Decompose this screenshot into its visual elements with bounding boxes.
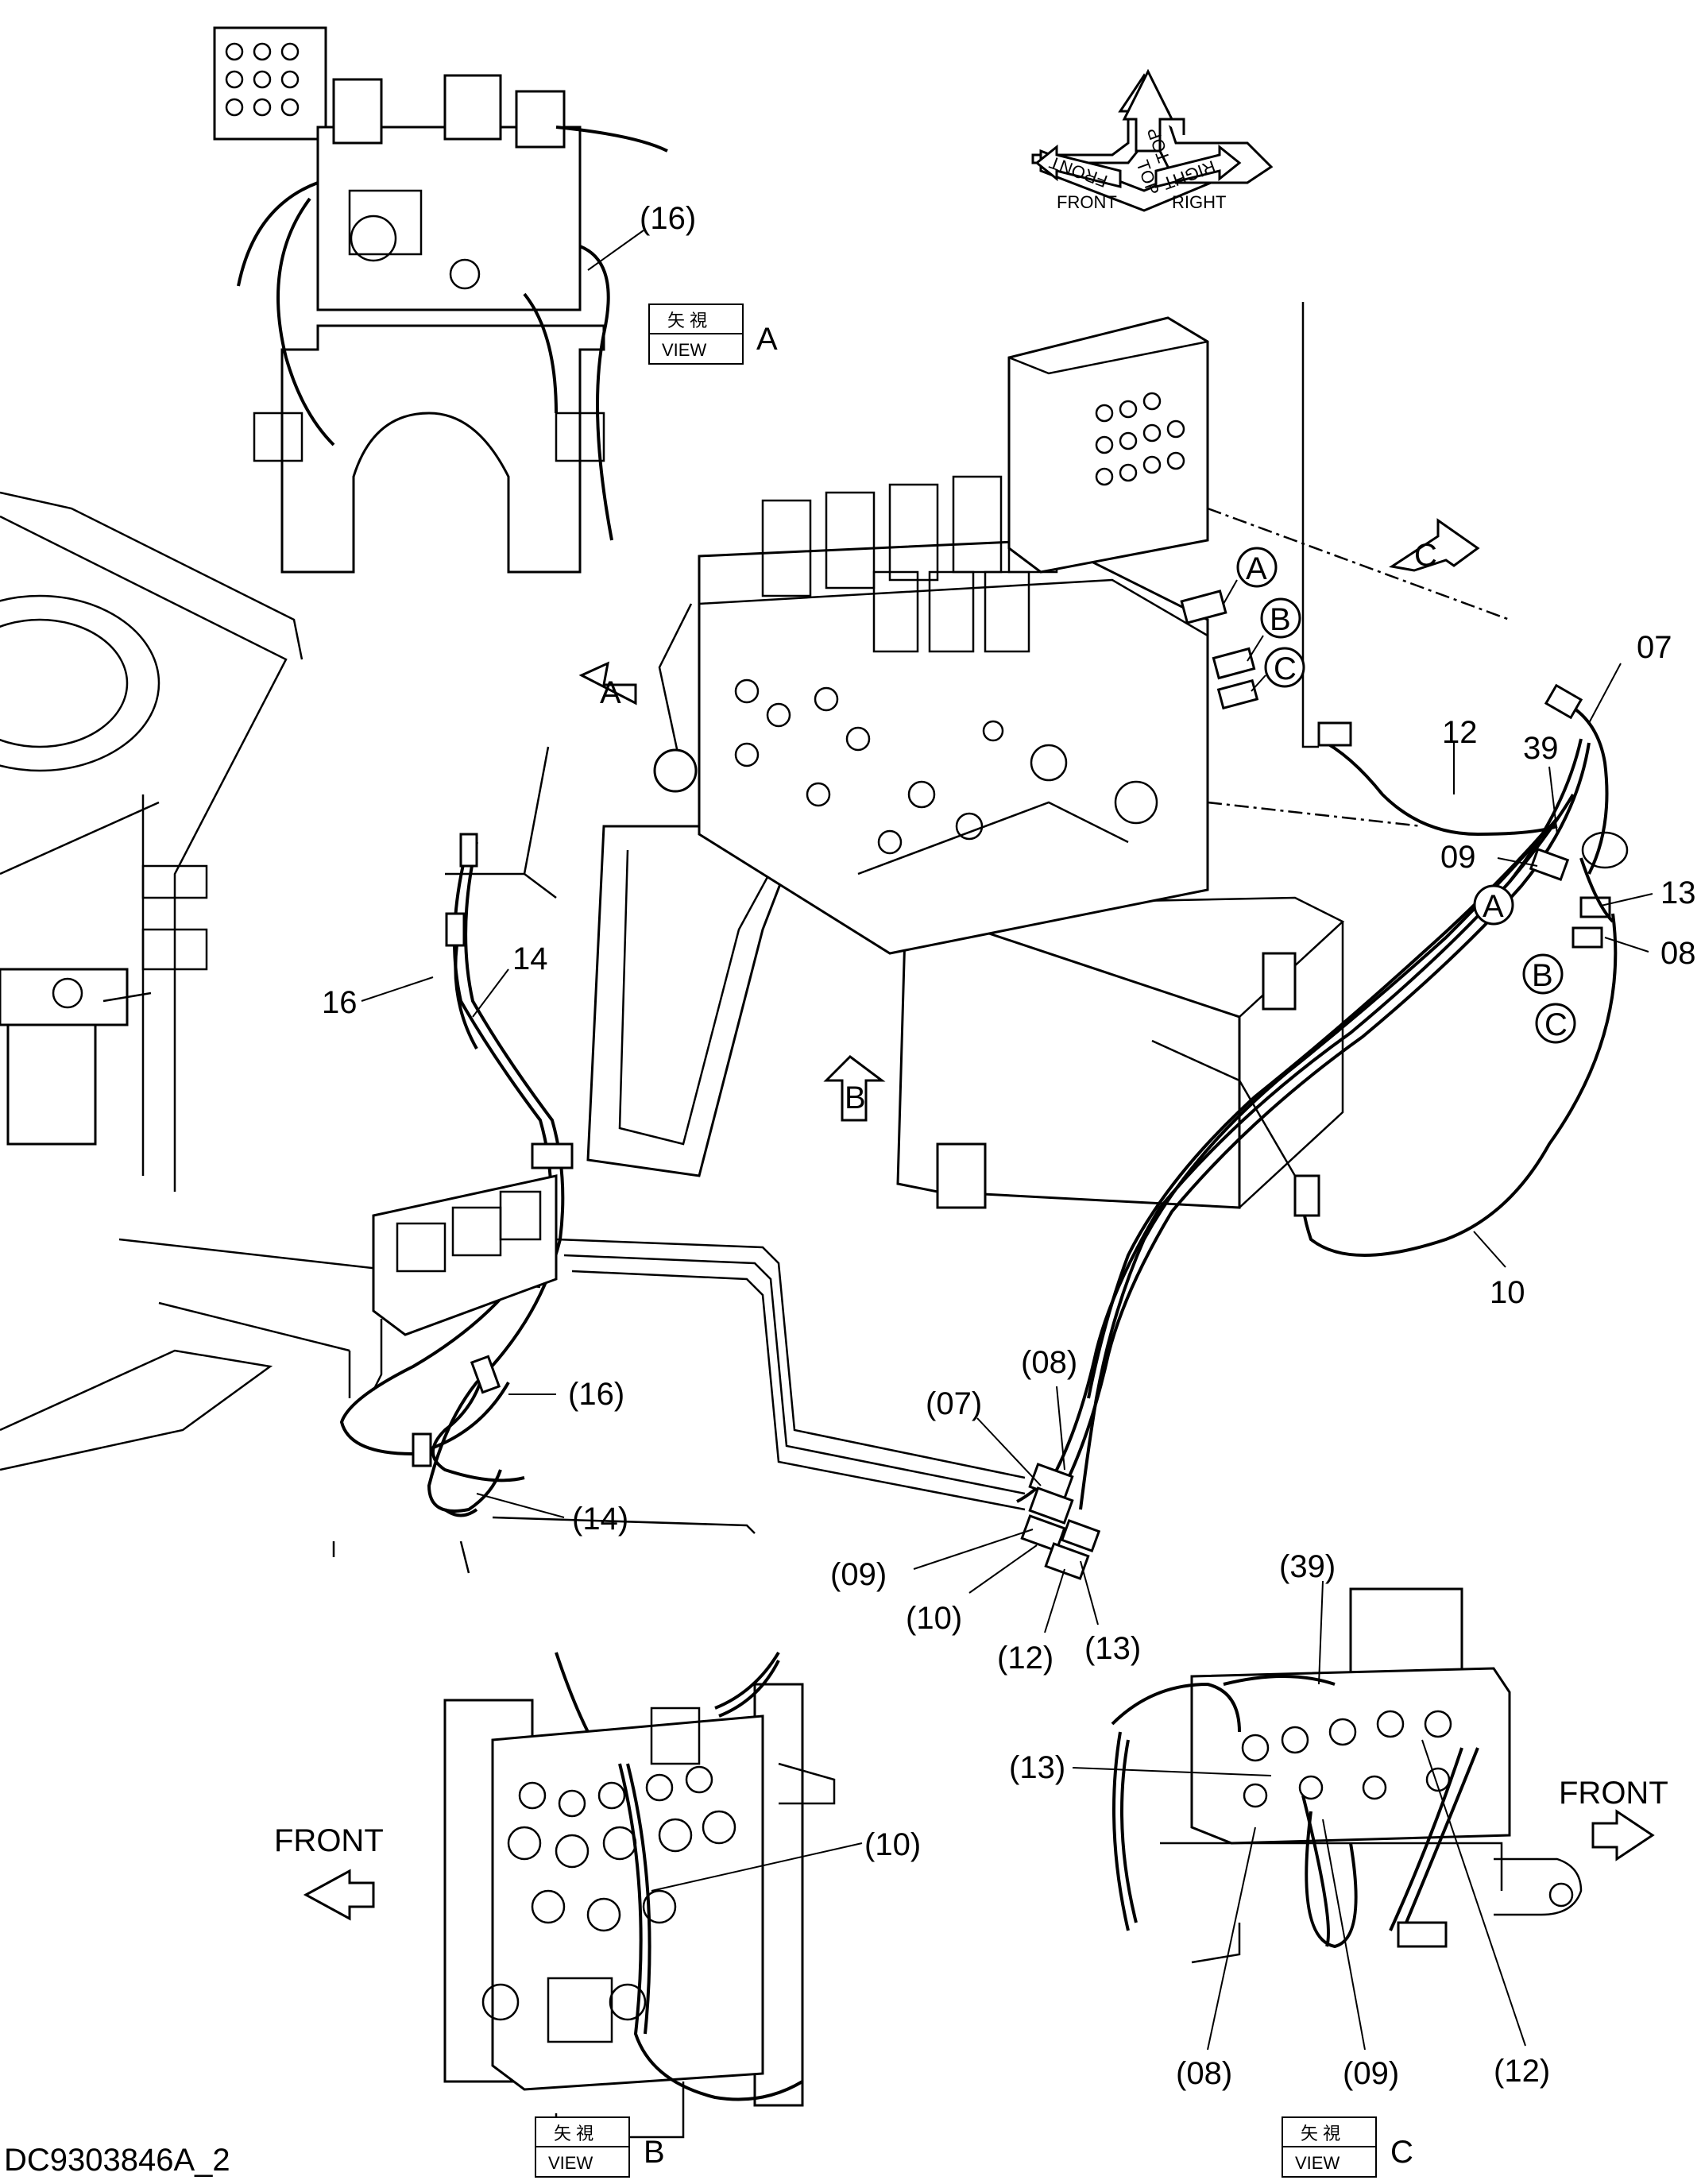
- callout-39: 39: [1523, 731, 1559, 766]
- view-c-word: VIEW: [1295, 2153, 1340, 2173]
- view-a-inset-drawing: [213, 26, 668, 574]
- svg-text:A: A: [1483, 889, 1504, 924]
- view-c-front-label: FRONT: [1559, 1776, 1668, 1811]
- view-c-front-arrow: [1591, 1809, 1655, 1861]
- valve-port-fittings: [1180, 579, 1266, 710]
- pilot-shutoff-valve: [372, 1174, 558, 1391]
- callout-08: 08: [1660, 936, 1696, 971]
- view-b-kanji: 矢 視: [554, 2124, 593, 2143]
- svg-text:B: B: [1270, 602, 1291, 637]
- callout-09: 09: [1440, 840, 1476, 875]
- callout-16-view-a: (16): [640, 201, 696, 236]
- view-c-callout-39: (39): [1279, 1549, 1336, 1584]
- view-c-callout-12: (12): [1494, 2054, 1550, 2089]
- svg-text:B: B: [1532, 958, 1553, 993]
- callout-13-paren: (13): [1084, 1631, 1141, 1666]
- callout-09-paren: (09): [830, 1557, 887, 1592]
- view-c-callout-08: (08): [1176, 2056, 1232, 2091]
- orientation-compass: [1031, 68, 1274, 212]
- view-b-letter: B: [644, 2135, 665, 2170]
- view-a-letter: A: [756, 322, 778, 357]
- upper-frame-structure: [0, 491, 303, 1471]
- callout-16: 16: [322, 985, 358, 1020]
- view-arrow-c: C: [1389, 518, 1480, 573]
- view-c-callout-09: (09): [1343, 2056, 1399, 2091]
- view-b-label: 矢 視 VIEW B: [535, 2116, 665, 2178]
- callout-14: 14: [512, 941, 548, 976]
- view-a-label: 矢 視 VIEW A: [648, 303, 778, 365]
- port-marker-b-right: B: [1522, 953, 1564, 995]
- callout-10: 10: [1490, 1275, 1525, 1310]
- callout-08-paren: (08): [1021, 1345, 1077, 1380]
- view-c-inset-drawing: [1111, 1587, 1583, 1964]
- callout-07: 07: [1637, 630, 1672, 665]
- view-arrow-b: B: [823, 1055, 886, 1122]
- callout-07-paren: (07): [926, 1386, 982, 1421]
- main-control-valve: [586, 316, 1345, 1209]
- view-a-word: VIEW: [662, 340, 706, 360]
- svg-text:C: C: [1274, 651, 1297, 686]
- view-c-label: 矢 視 VIEW C: [1282, 2116, 1413, 2178]
- view-arrow-a: A: [578, 661, 637, 710]
- view-c-leaders: [1072, 1580, 1526, 2051]
- hose-bundle: [118, 683, 1618, 1580]
- view-b-inset-drawing: [443, 1651, 836, 2139]
- orientation-right: RIGHT: [1172, 192, 1226, 212]
- orientation-front: FRONT: [1057, 192, 1117, 212]
- port-marker-c-top: C: [1264, 647, 1305, 688]
- view-b-front-label: FRONT: [274, 1823, 384, 1858]
- view-b-leader-10: [651, 1842, 863, 1892]
- callout-10-paren: (10): [906, 1601, 962, 1636]
- callout-12: 12: [1442, 715, 1478, 750]
- port-marker-a-right: A: [1473, 884, 1514, 926]
- svg-text:A: A: [1246, 551, 1267, 586]
- svg-text:C: C: [1544, 1007, 1568, 1042]
- view-b-word: VIEW: [548, 2153, 593, 2173]
- callout-12-paren: (12): [997, 1641, 1053, 1676]
- port-marker-b-top: B: [1260, 597, 1301, 639]
- right-fittings: [1529, 831, 1629, 949]
- view-a-kanji: 矢 視: [667, 311, 707, 330]
- drawing-code: DC9303846A_2: [4, 2143, 230, 2178]
- svg-text:A: A: [600, 675, 621, 710]
- view-b-front-arrow: [303, 1869, 375, 1921]
- callout-13: 13: [1660, 876, 1696, 910]
- view-c-kanji: 矢 視: [1301, 2124, 1340, 2143]
- reference-lines: [445, 302, 1510, 1177]
- callout-16-paren: (16): [568, 1377, 624, 1412]
- view-b-callout-10: (10): [864, 1827, 921, 1862]
- svg-text:C: C: [1414, 538, 1437, 573]
- view-c-callout-13: (13): [1009, 1750, 1065, 1785]
- svg-text:B: B: [845, 1080, 866, 1115]
- port-marker-c-right: C: [1535, 1003, 1576, 1044]
- callout-leaders: [361, 663, 1653, 1633]
- callout-14-paren: (14): [572, 1502, 628, 1537]
- port-marker-a-top: A: [1236, 547, 1278, 588]
- view-c-letter: C: [1390, 2135, 1413, 2170]
